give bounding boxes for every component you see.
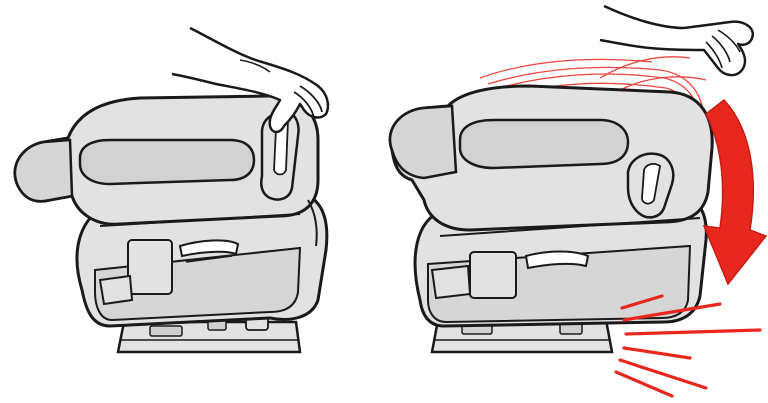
- hand: [600, 6, 753, 75]
- left-panel: [15, 28, 328, 352]
- folded-seat: [390, 86, 712, 326]
- down-arrow: [704, 100, 766, 284]
- right-panel: [390, 6, 766, 396]
